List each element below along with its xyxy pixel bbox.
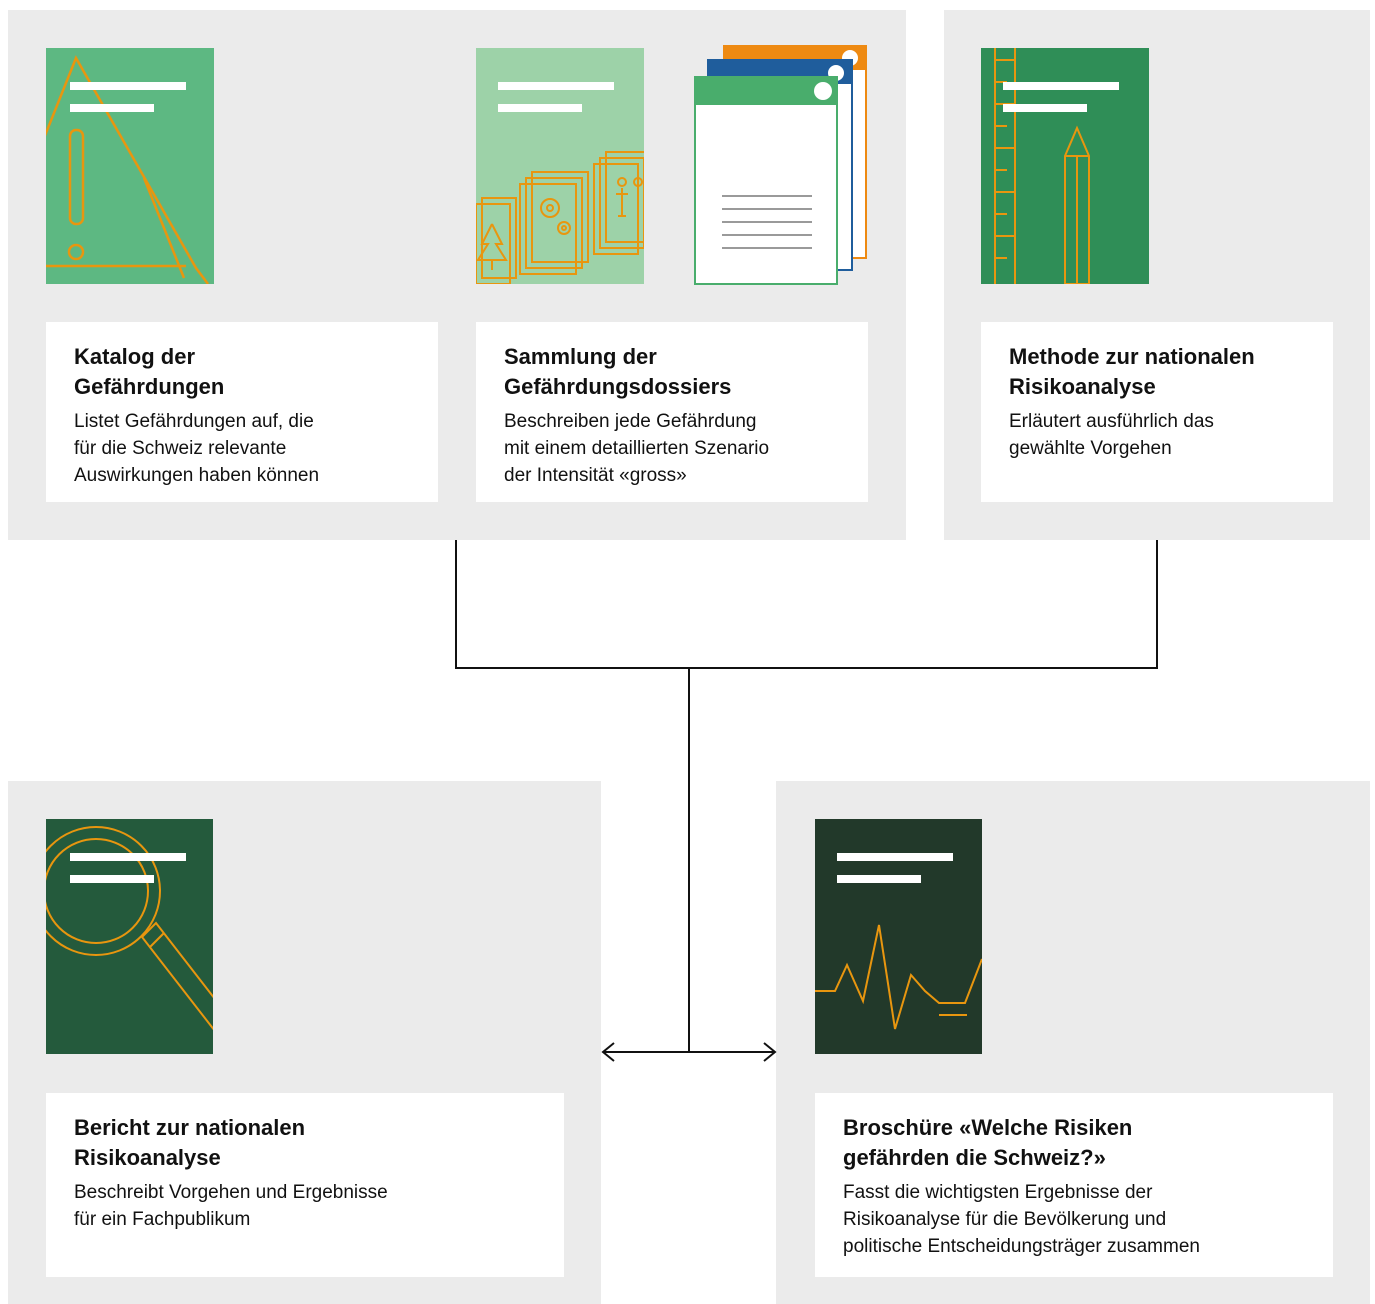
methode-title-line: Risikoanalyse — [1009, 374, 1156, 399]
methode-title: Methode zur nationalen Risikoanalyse — [1009, 342, 1321, 402]
pulse-line-icon — [815, 853, 982, 1030]
katalog-title: Katalog der Gefährdungen — [74, 342, 426, 402]
katalog-title-line: Gefährdungen — [74, 374, 225, 399]
katalog-description-line: für die Schweiz relevante — [74, 438, 287, 459]
methode-description-line: Erläutert ausführlich das — [1009, 411, 1214, 432]
methode-card: Methode zur nationalen Risikoanalyse Erl… — [981, 322, 1333, 502]
dossiers-description-line: der Intensität «gross» — [504, 465, 687, 486]
broschuere-description-line: politische Entscheidungsträger zusammen — [843, 1236, 1200, 1257]
bericht-description-line: für ein Fachpublikum — [74, 1209, 251, 1230]
bericht-description: Beschreibt Vorgehen und Ergebnisse für e… — [74, 1179, 552, 1233]
bericht-title: Bericht zur nationalen Risikoanalyse — [74, 1113, 552, 1173]
dossiers-card: Sammlung der Gefährdungsdossiers Beschre… — [476, 322, 868, 502]
magnifier-icon — [46, 826, 213, 1031]
bericht-card: Bericht zur nationalen Risikoanalyse Bes… — [46, 1093, 564, 1277]
methode-title-line: Methode zur nationalen — [1009, 344, 1255, 369]
arrow-right-icon — [763, 1042, 777, 1062]
dossiers-description-line: Beschreiben jede Gefährdung — [504, 411, 757, 432]
dossier-stack-icon — [476, 82, 644, 284]
dossier-sheets-icon — [694, 45, 867, 285]
warning-triangle-icon — [46, 55, 209, 284]
broschuere-title: Broschüre «Welche Risiken gefährden die … — [843, 1113, 1321, 1173]
katalog-title-line: Katalog der — [74, 344, 196, 369]
bericht-title-line: Risikoanalyse — [74, 1145, 221, 1170]
dossiers-title-line: Sammlung der — [504, 344, 657, 369]
connector-top-join — [455, 540, 1158, 669]
katalog-description-line: Listet Gefährdungen auf, die — [74, 411, 314, 432]
broschuere-title-line: gefährden die Schweiz?» — [843, 1145, 1106, 1170]
methode-description: Erläutert ausführlich das gewählte Vorge… — [1009, 408, 1321, 462]
dossiers-title-line: Gefährdungsdossiers — [504, 374, 732, 399]
dossiers-description: Beschreiben jede Gefährdung mit einem de… — [504, 408, 856, 489]
broschuere-title-line: Broschüre «Welche Risiken — [843, 1115, 1133, 1140]
katalog-description: Listet Gefährdungen auf, die für die Sch… — [74, 408, 426, 489]
broschuere-card: Broschüre «Welche Risiken gefährden die … — [815, 1093, 1333, 1277]
broschuere-description-line: Fasst die wichtigsten Ergebnisse der — [843, 1182, 1153, 1203]
dossiers-cover — [476, 48, 644, 284]
methode-description-line: gewählte Vorgehen — [1009, 438, 1172, 459]
methode-cover — [981, 48, 1149, 284]
bericht-description-line: Beschreibt Vorgehen und Ergebnisse — [74, 1182, 388, 1203]
dossiers-description-line: mit einem detaillierten Szenario — [504, 438, 770, 459]
broschuere-cover — [815, 819, 982, 1054]
ruler-pencil-icon — [994, 48, 1119, 284]
broschuere-description-line: Risikoanalyse für die Bevölkerung und — [843, 1209, 1167, 1230]
bericht-cover — [46, 819, 213, 1054]
dossiers-title: Sammlung der Gefährdungsdossiers — [504, 342, 856, 402]
katalog-card: Katalog der Gefährdungen Listet Gefährdu… — [46, 322, 438, 502]
broschuere-description: Fasst die wichtigsten Ergebnisse der Ris… — [843, 1179, 1321, 1260]
arrow-left-icon — [601, 1042, 615, 1062]
katalog-description-line: Auswirkungen haben können — [74, 465, 320, 486]
bericht-title-line: Bericht zur nationalen — [74, 1115, 306, 1140]
katalog-cover — [46, 48, 214, 284]
